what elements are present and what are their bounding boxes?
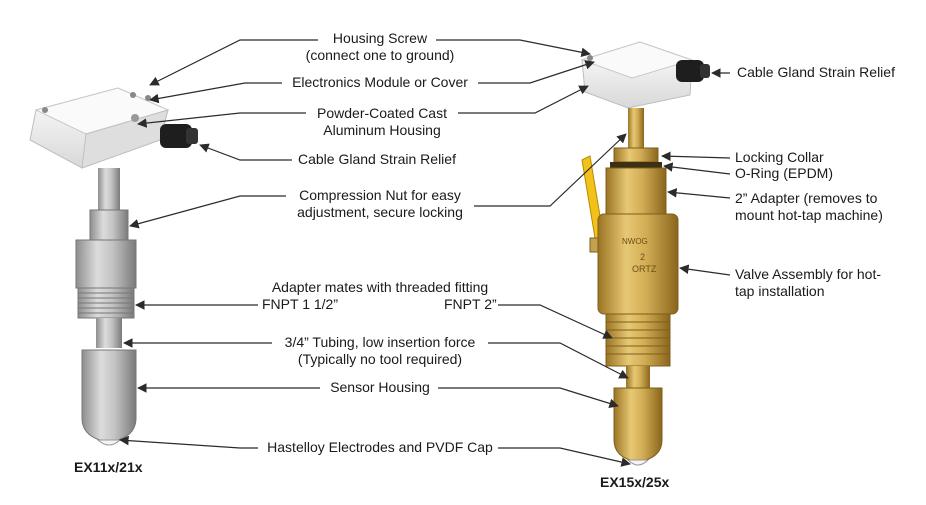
label-electrodes: Hastelloy Electrodes and PVDF Cap (267, 439, 493, 455)
callout-housing-screw-left (149, 39, 318, 86)
left-housing-screw (42, 107, 48, 113)
label-locking-collar: Locking Collar (735, 149, 824, 165)
callout-fnpt-right (498, 304, 613, 339)
right-locking-collar (613, 147, 659, 163)
label-fnpt-right: FNPT 2” (444, 296, 497, 312)
label-compression-nut-1: Compression Nut for easy (299, 187, 461, 203)
valve-stamp-2: 2 (640, 252, 645, 262)
left-tubing (96, 318, 122, 348)
label-compression-nut-2: adjustment, secure locking (297, 204, 463, 220)
callout-o-ring (663, 162, 731, 175)
label-valve-1: Valve Assembly for hot- (735, 266, 882, 282)
label-adapter-mates: Adapter mates with threaded fitting (271, 279, 489, 295)
callout-2in-adapter (667, 188, 731, 199)
callout-locking-collar (661, 151, 731, 162)
left-cable-gland (160, 124, 198, 148)
left-compression-nut (89, 209, 129, 241)
label-valve-2: tap installation (735, 283, 825, 299)
left-adapter-thread (77, 287, 135, 319)
label-tubing-2: (Typically no tool required) (297, 351, 463, 367)
label-cable-gland-left: Cable Gland Strain Relief (298, 151, 456, 167)
label-2in-adapter-1: 2” Adapter (removes to (735, 190, 878, 206)
right-tubing (626, 366, 650, 388)
left-sensor-housing (81, 349, 137, 443)
callout-compression-left (129, 195, 286, 229)
right-valve-body: NWOG 2 ORTZ (597, 213, 679, 315)
right-2in-adapter (605, 167, 667, 215)
label-powder-coated-1: Powder-Coated Cast (317, 105, 447, 121)
right-electrode-cap (626, 459, 650, 466)
right-housing (580, 41, 694, 109)
callout-electronics-left (149, 82, 282, 104)
left-sensor (29, 87, 198, 446)
label-sensor-housing: Sensor Housing (330, 379, 430, 395)
left-electronics-screw (131, 114, 139, 122)
label-tubing-1: 3/4” Tubing, low insertion force (284, 334, 476, 350)
callout-electrodes-left (119, 435, 258, 449)
label-o-ring: O-Ring (EPDM) (735, 165, 834, 181)
callout-tubing-right (488, 342, 629, 379)
callout-electronics-right (478, 60, 595, 84)
label-cable-gland-right: Cable Gland Strain Relief (737, 64, 895, 80)
left-adapter-body (75, 239, 137, 289)
callout-powder-right (458, 85, 589, 114)
valve-stamp-1: NWOG (622, 237, 648, 246)
callout-compression-right (474, 133, 627, 207)
right-cable-gland (676, 60, 710, 82)
callout-cable-gland-left (199, 143, 292, 161)
right-sensor: NWOG 2 ORTZ (580, 41, 710, 466)
valve-stamp-3: ORTZ (632, 264, 657, 274)
callout-lines (119, 39, 731, 467)
callout-powder-left (137, 112, 306, 128)
label-housing-screw: Housing Screw (332, 30, 428, 46)
left-electrode-cap (96, 439, 122, 446)
right-housing-screw (587, 55, 593, 61)
label-2in-adapter-2: mount hot-tap machine) (735, 207, 883, 223)
label-powder-coated-2: Aluminum Housing (323, 122, 441, 138)
left-housing-screw (130, 92, 136, 98)
callout-housing-screw-right (436, 39, 591, 58)
label-electronics-module: Electronics Module or Cover (292, 74, 468, 90)
label-housing-screw-note: (connect one to ground) (305, 47, 455, 63)
right-pipe-thread (605, 313, 671, 367)
right-stem (628, 108, 644, 148)
right-o-ring (610, 162, 662, 168)
model-right: EX15x/25x (600, 474, 670, 490)
right-sensor-housing (613, 387, 663, 463)
model-left: EX11x/21x (74, 459, 143, 475)
callout-sensor-right (438, 387, 619, 409)
left-stem (98, 168, 120, 210)
callout-electrodes-right (498, 447, 631, 467)
label-fnpt-left: FNPT 1 1/2” (262, 296, 338, 312)
callout-valve-assembly (679, 264, 731, 276)
